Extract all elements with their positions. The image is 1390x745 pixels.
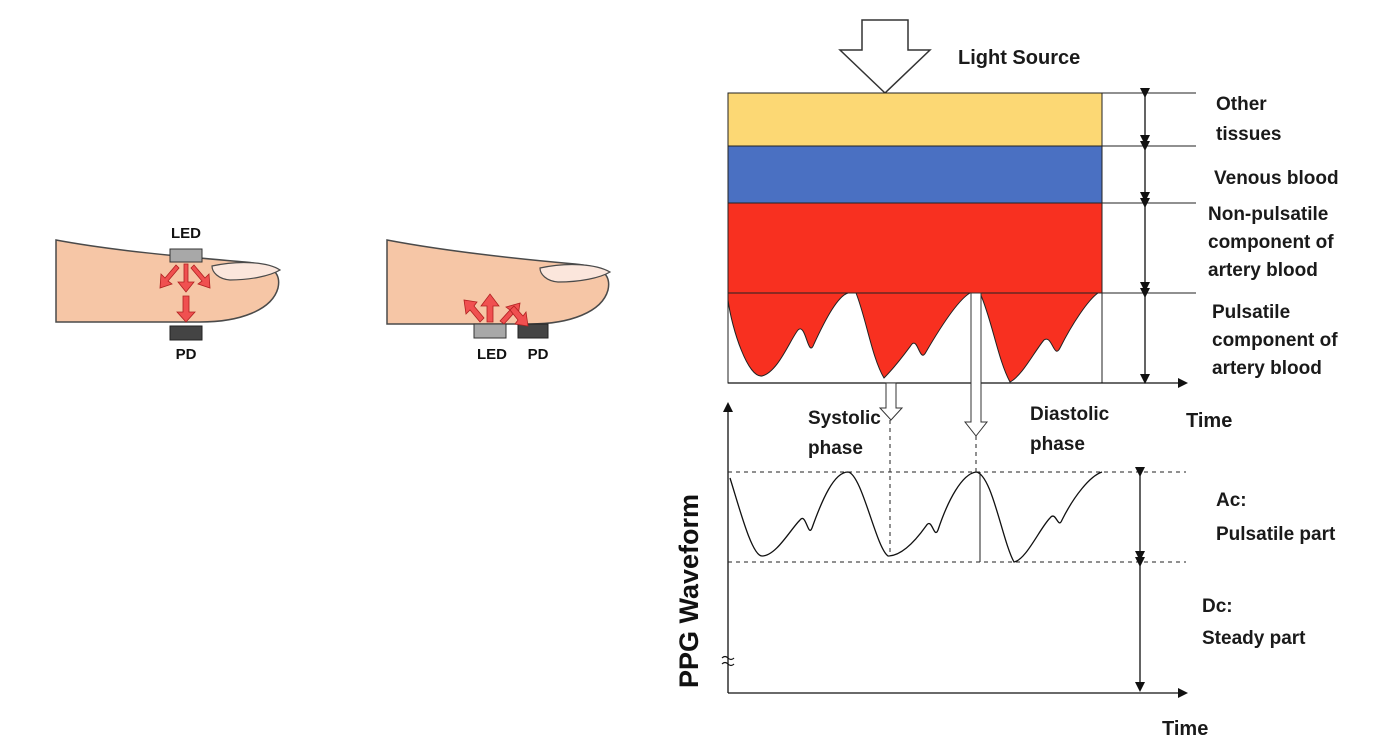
label-venous-blood: Venous blood: [1214, 168, 1339, 189]
finger-2-led-label: LED: [477, 346, 507, 363]
layer-venous-blood: [727, 145, 1103, 204]
finger-2-led-emitter: [473, 323, 507, 339]
time-label-top: Time: [1186, 410, 1232, 432]
finger-2-photodetector: [517, 323, 549, 339]
layer-non-pulsatile-artery: [727, 202, 1103, 294]
ppg-axis-label: PPG Waveform: [674, 494, 704, 688]
finger-2-pd-label: PD: [528, 346, 549, 363]
layer-other-tissues: [727, 92, 1103, 147]
light-source-label: Light Source: [958, 47, 1080, 69]
finger-1-pd-label: PD: [176, 346, 197, 363]
finger-1-led-label: LED: [171, 225, 201, 242]
finger-1-nail: [211, 261, 282, 281]
dc-label: Dc: Steady part: [1202, 596, 1306, 649]
ppg-waveform: [729, 471, 1103, 563]
finger-reflective-group: LED PD: [55, 225, 282, 363]
ac-label: Ac: Pulsatile part: [1216, 490, 1336, 545]
label-non-pulsatile: Non-pulsatile component of artery blood: [1208, 204, 1339, 281]
systolic-phase-label: Systolic phase: [808, 408, 886, 459]
layer-pulsatile-artery-wave: [727, 292, 1100, 383]
finger-1-led-emitter: [169, 248, 203, 263]
light-source-arrow: [838, 19, 932, 95]
finger-1-light-arrows: [159, 263, 211, 323]
finger-2-shape: [386, 239, 610, 325]
tissue-layers: [727, 92, 1103, 384]
finger-2-light-arrows: [463, 293, 529, 327]
ppg-reference-lines: [728, 420, 1186, 563]
layer-boundary-lines: [1102, 92, 1196, 294]
label-other-tissues: Other tissues: [1216, 94, 1281, 145]
systolic-hollow-arrow: [878, 382, 904, 421]
finger-1-photodetector: [169, 325, 203, 341]
diastolic-phase-label: Diastolic phase: [1030, 404, 1114, 455]
finger-2-nail: [539, 263, 612, 283]
diastolic-hollow-arrow: [963, 292, 989, 437]
label-pulsatile: Pulsatile component of artery blood: [1212, 302, 1343, 379]
time-label-bottom: Time: [1162, 718, 1208, 740]
finger-adjacent-group: LED PD: [386, 239, 612, 363]
axis-break-mark: [721, 655, 735, 667]
